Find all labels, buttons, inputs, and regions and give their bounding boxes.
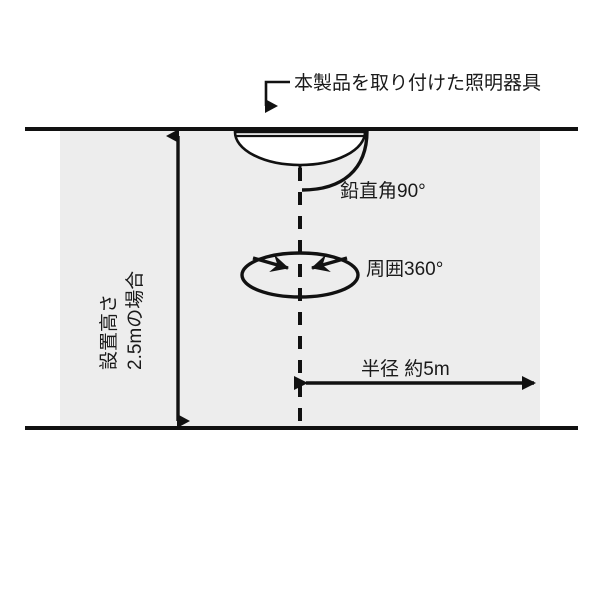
vertical-angle-label: 鉛直角90° [340,181,426,202]
rotation-coverage-label: 周囲360° [366,259,444,280]
mounting-height-label-group: 設置高さ 2.5mの場合 [99,195,164,370]
mounting-height-label-line1: 設置高さ [99,293,120,370]
ceiling-light-dome-icon [233,130,367,167]
fixture-callout-label: 本製品を取り付けた照明器具 [294,73,542,94]
radius-label: 半径 約5m [361,359,450,380]
vertical-angle-arc [301,130,369,192]
rotation-ellipse-icon [240,251,360,299]
rotation-arrow-right [311,254,348,272]
leader-arrow-icon [264,80,290,113]
rotation-arrow-left [252,254,289,272]
mounting-height-label-line2: 2.5mの場合 [125,270,146,370]
